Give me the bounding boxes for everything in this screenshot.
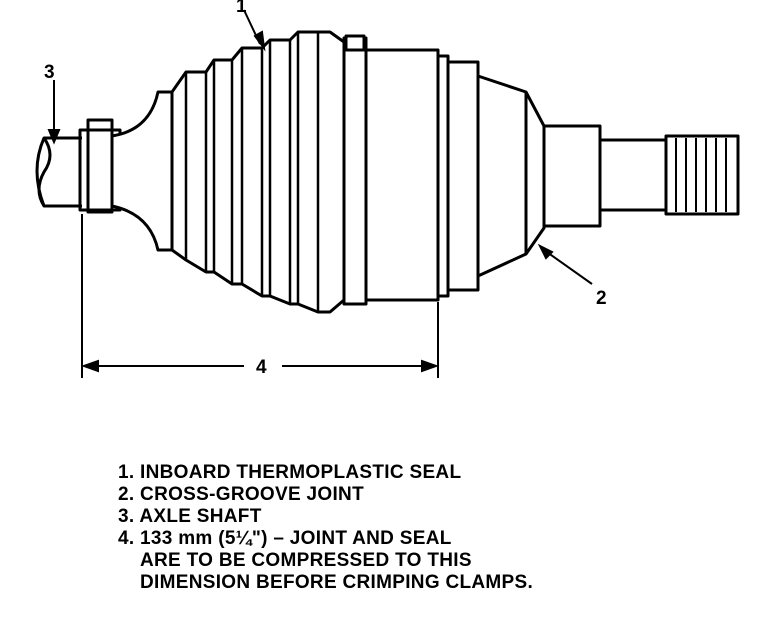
legend-item: 3. AXLE SHAFT bbox=[118, 506, 262, 527]
legend: 1. INBOARD THERMOPLASTIC SEAL 2. CROSS-G… bbox=[118, 462, 533, 594]
axle-shaft-break bbox=[37, 137, 52, 207]
dimension-arrow-right bbox=[421, 359, 439, 373]
small-clamp bbox=[86, 118, 114, 214]
joint-housing bbox=[364, 48, 440, 302]
stub-shaft bbox=[542, 124, 602, 228]
large-clamp bbox=[342, 36, 368, 306]
callout-1-label: 1 bbox=[236, 0, 247, 17]
seal-neck bbox=[110, 90, 174, 252]
legend-item: 4. 133 mm (5¼") – JOINT AND SEAL bbox=[118, 528, 452, 549]
legend-item: 2. CROSS-GROOVE JOINT bbox=[118, 484, 364, 505]
callout-4-label: 4 bbox=[256, 357, 267, 378]
stub-shaft-neck bbox=[598, 138, 668, 212]
cross-groove-joint bbox=[476, 74, 546, 278]
callout-1-arrow bbox=[253, 30, 266, 52]
legend-item-continuation: DIMENSION BEFORE CRIMPING CLAMPS. bbox=[140, 572, 534, 593]
housing-ring bbox=[446, 60, 480, 292]
callout-2-leader bbox=[543, 249, 593, 285]
large-clamp-tab bbox=[344, 34, 366, 52]
legend-item-continuation: ARE TO BE COMPRESSED TO THIS bbox=[140, 550, 472, 571]
callout-2-label: 2 bbox=[596, 288, 607, 309]
legend-item: 1. INBOARD THERMOPLASTIC SEAL bbox=[118, 462, 462, 483]
callout-3-label: 3 bbox=[44, 62, 55, 83]
callout-2-arrow bbox=[537, 243, 554, 260]
dimension-arrow-left bbox=[81, 359, 99, 373]
callout-3-arrow bbox=[47, 129, 61, 145]
